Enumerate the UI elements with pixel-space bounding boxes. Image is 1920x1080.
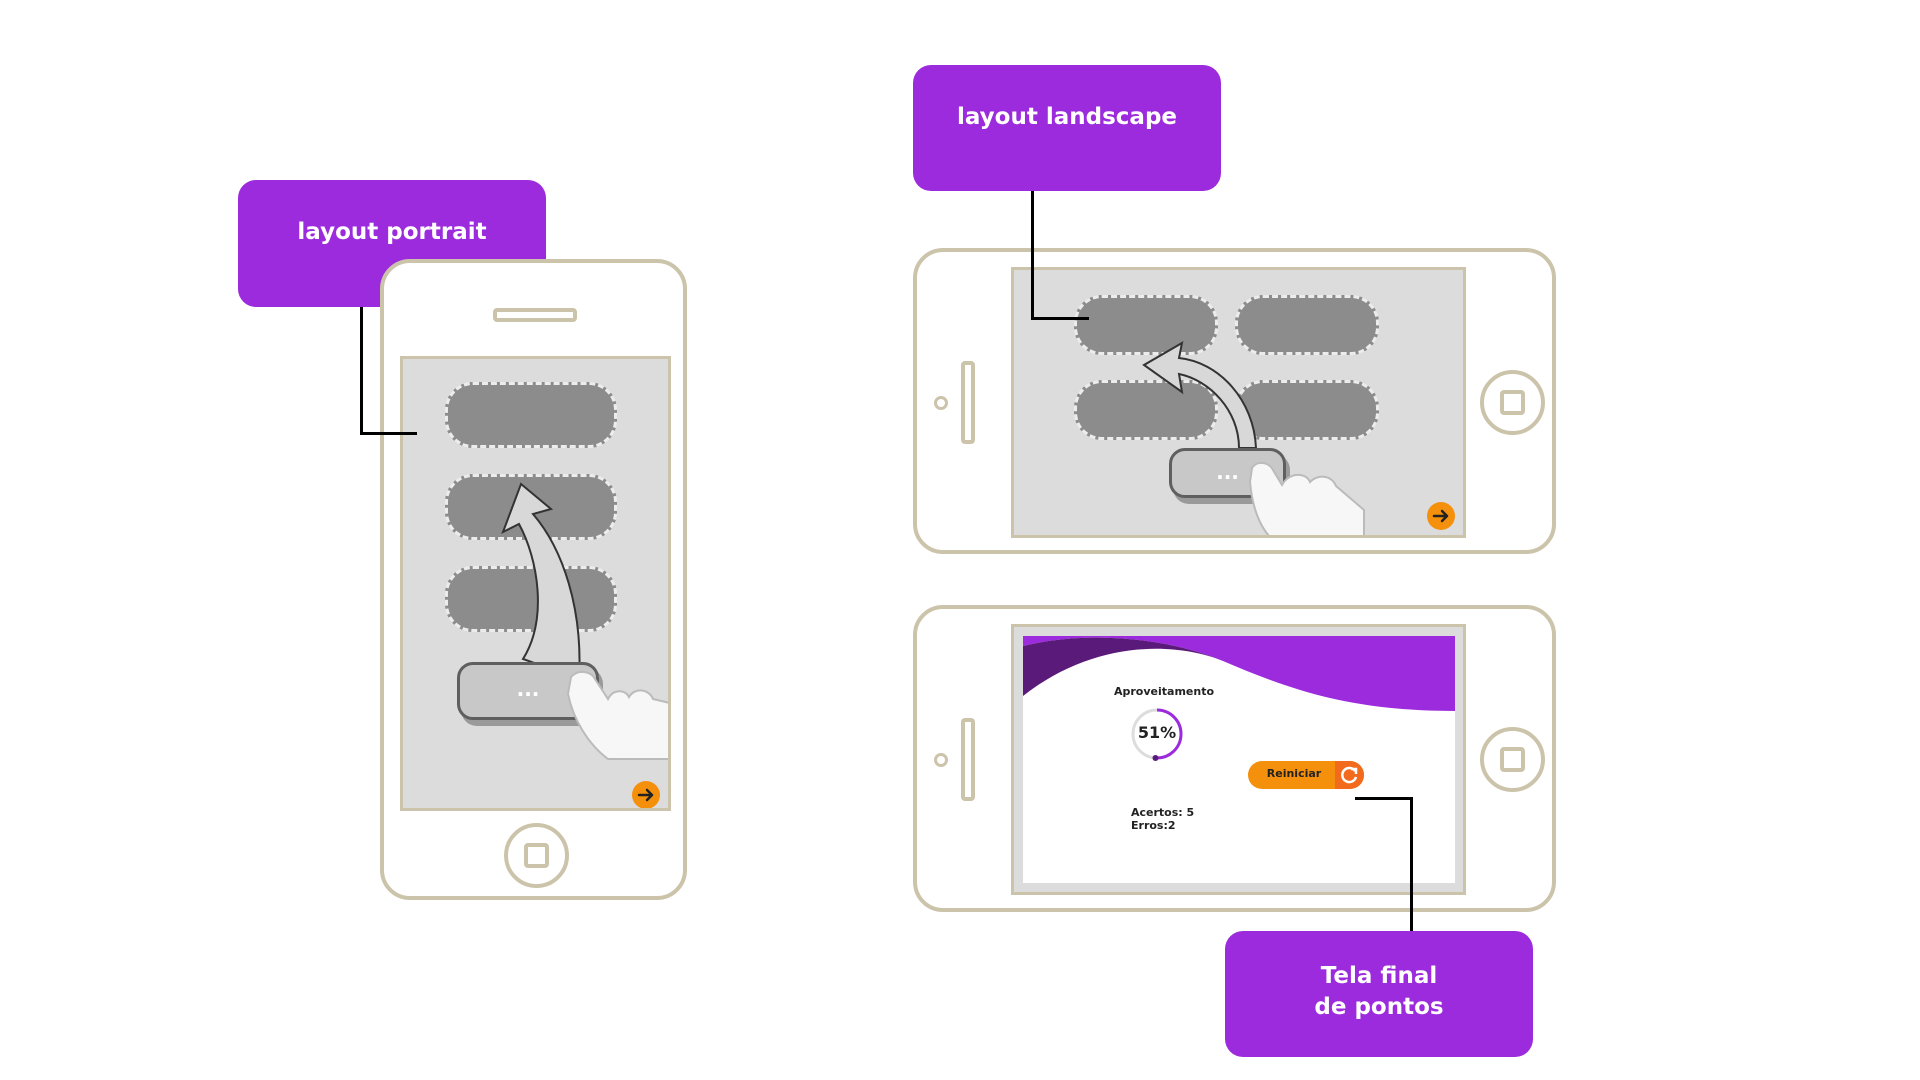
refresh-icon: [1341, 766, 1358, 784]
camera-dot: [934, 753, 948, 767]
home-button[interactable]: [1480, 370, 1545, 435]
drop-slot-1[interactable]: [445, 382, 617, 448]
connector-final-vertical: [1410, 797, 1413, 931]
drop-slot-3[interactable]: [1074, 380, 1218, 440]
drop-slot-2[interactable]: [1235, 295, 1379, 355]
final-panel: [1023, 636, 1455, 883]
connector-landscape-vertical: [1031, 191, 1034, 319]
errors-text: Erros:2: [1131, 819, 1176, 832]
connector-final-horizontal: [1355, 797, 1413, 800]
landscape-screen: ...: [1011, 267, 1466, 538]
side-speaker: [961, 361, 975, 444]
next-button[interactable]: [632, 781, 660, 808]
label-layout-landscape: layout landscape: [913, 65, 1221, 191]
restart-label: Reiniciar: [1266, 767, 1322, 780]
percent-gauge: 51%: [1129, 706, 1185, 762]
percent-gauge-ring: [1131, 708, 1183, 761]
connector-landscape-horizontal: [1031, 317, 1089, 320]
percent-text: 51%: [1137, 723, 1177, 742]
landscape-phone: ...: [913, 248, 1556, 554]
camera-dot: [934, 396, 948, 410]
final-screen: Aproveitamento 51% Reiniciar Acertos: 5 …: [1011, 624, 1466, 895]
hand-pointer-icon: [566, 671, 668, 760]
hand-pointer-icon: [1248, 462, 1365, 535]
home-square-icon: [524, 843, 549, 868]
home-button[interactable]: [1480, 727, 1545, 792]
portrait-screen: ...: [400, 356, 671, 811]
connector-portrait-vertical: [360, 307, 363, 435]
next-button[interactable]: [1427, 502, 1455, 530]
final-phone: Aproveitamento 51% Reiniciar Acertos: 5 …: [913, 605, 1556, 912]
final-title: Aproveitamento: [1114, 685, 1215, 698]
arrow-right-icon: [637, 788, 654, 802]
label-tela-final-line1: Tela final: [1320, 963, 1438, 989]
connector-portrait-horizontal: [360, 432, 417, 435]
drag-button-text: ...: [1216, 460, 1239, 484]
hits-text: Acertos: 5: [1131, 806, 1195, 819]
arrow-right-icon: [1432, 509, 1449, 523]
purple-wave-header: [1023, 636, 1455, 716]
drop-slot-3[interactable]: [445, 566, 617, 632]
restart-icon-bg: [1335, 761, 1364, 789]
drag-button-text: ...: [516, 677, 540, 701]
drop-slot-4[interactable]: [1235, 380, 1379, 440]
home-square-icon: [1500, 747, 1525, 772]
curved-arrow-icon: [501, 482, 581, 681]
gauge-progress-arc: [1155, 708, 1183, 760]
portrait-phone: ...: [380, 259, 687, 900]
curved-arrow-icon: [1142, 341, 1258, 449]
speaker-slot: [493, 308, 577, 322]
restart-button[interactable]: Reiniciar: [1248, 761, 1364, 789]
home-square-icon: [1500, 390, 1525, 415]
gauge-progress-dot: [1152, 754, 1159, 761]
drop-slot-1[interactable]: [1074, 295, 1218, 355]
label-tela-final-line2: de pontos: [1314, 994, 1444, 1020]
side-speaker: [961, 718, 975, 801]
home-button[interactable]: [504, 823, 569, 888]
label-layout-landscape-text: layout landscape: [956, 104, 1178, 130]
label-layout-portrait-text: layout portrait: [297, 219, 487, 245]
label-tela-final: Tela final de pontos: [1225, 931, 1533, 1057]
